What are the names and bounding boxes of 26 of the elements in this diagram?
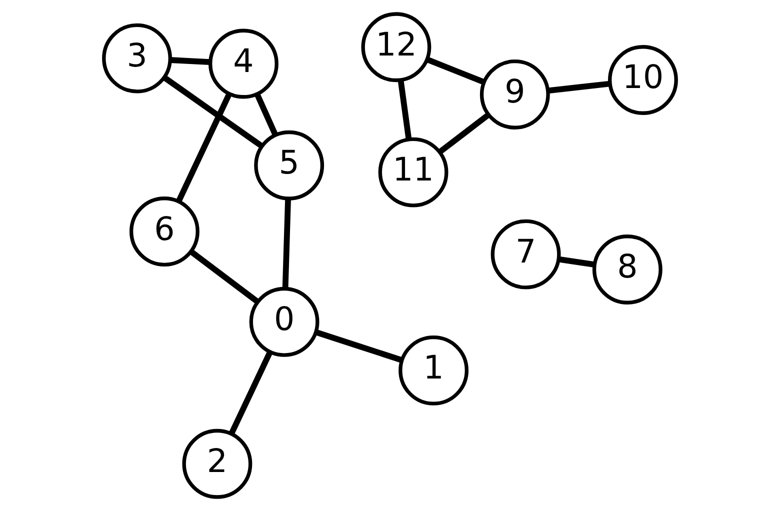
connector <box>282 198 291 289</box>
node-circle: 1 <box>398 335 469 406</box>
node-circle: 8 <box>592 234 662 304</box>
node-circle: 12 <box>361 12 432 82</box>
connector <box>228 350 273 436</box>
node-circle: 4 <box>208 28 278 99</box>
node-circle: 7 <box>490 219 561 290</box>
connector <box>548 80 610 94</box>
node-circle: 6 <box>129 196 200 266</box>
connector <box>426 56 485 85</box>
connector <box>189 249 260 304</box>
node-circle: 10 <box>608 45 678 115</box>
node-circle: 9 <box>480 60 550 130</box>
connector <box>176 92 232 203</box>
connector <box>170 57 210 65</box>
node-circle: 3 <box>102 23 172 94</box>
connector <box>254 93 278 136</box>
connector <box>315 329 403 363</box>
connector <box>162 75 264 148</box>
node-circle: 5 <box>254 130 324 200</box>
connector <box>398 80 412 140</box>
connector <box>438 112 490 154</box>
node-circle: 0 <box>249 286 320 357</box>
node-circle: 2 <box>182 428 252 499</box>
node-circle: 11 <box>378 137 448 208</box>
connector <box>558 256 595 268</box>
